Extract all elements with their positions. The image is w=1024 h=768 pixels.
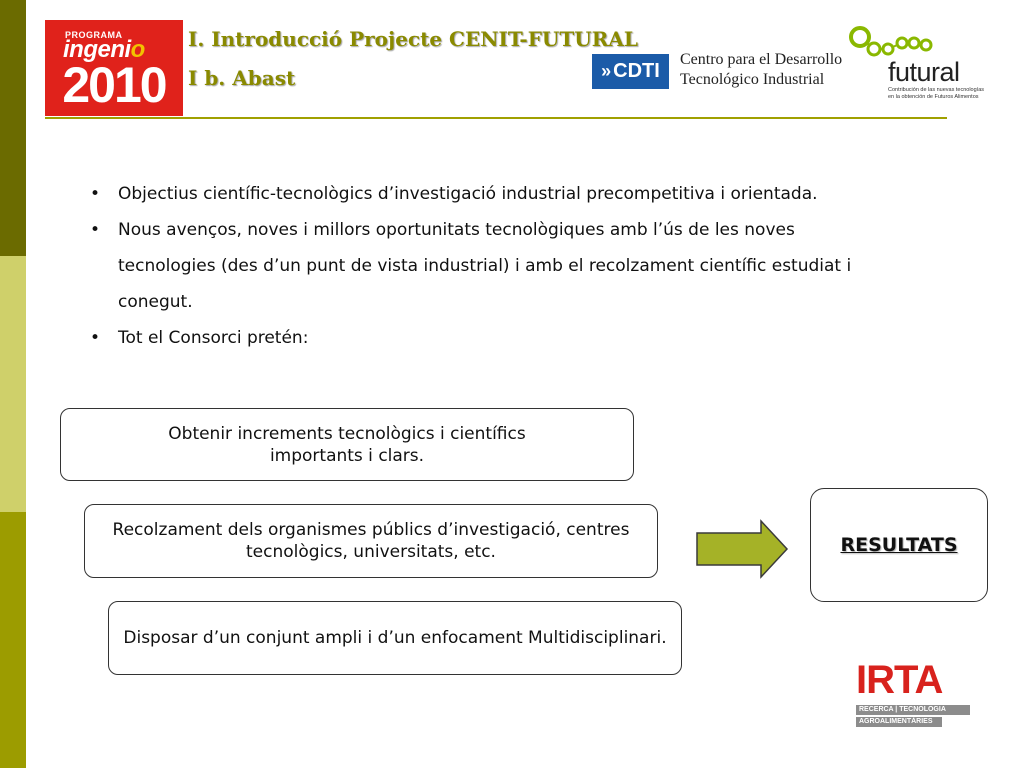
bullet-list: Objectius científic-tecnològics d’invest… xyxy=(90,176,880,356)
futural-molecule-icon xyxy=(849,26,933,57)
irta-row-1: RECERCA | TECNOLOGIA xyxy=(856,705,970,715)
results-box: RESULTATS xyxy=(810,488,988,602)
goal-box-text: Obtenir increments tecnològics i científ… xyxy=(168,423,526,466)
cdti-name-line1: Centro para el Desarrollo xyxy=(680,51,843,68)
results-label: RESULTATS xyxy=(840,534,958,556)
goal-box-text: Disposar d’un conjunt ampli i d’un enfoc… xyxy=(123,628,667,648)
slide-subtitle: I b. Abast xyxy=(188,66,296,90)
goal-box-text: Recolzament dels organismes públics d’in… xyxy=(112,520,630,562)
irta-logo: IRTA RECERCA | TECNOLOGIA AGROALIMENTÀRI… xyxy=(856,658,972,728)
irta-row-2: AGROALIMENTÀRIES xyxy=(856,717,942,727)
cdti-chevron-icon: » xyxy=(601,61,612,81)
cdti-logo: » CDTI xyxy=(592,54,669,89)
ingenio-program-label: PROGRAMA xyxy=(65,30,123,40)
ingenio-word: ingenio xyxy=(63,36,145,63)
right-arrow-icon xyxy=(696,519,789,579)
side-bar-top xyxy=(0,0,26,256)
goal-box-2: Recolzament dels organismes públics d’in… xyxy=(84,504,658,578)
futural-tagline: Contribución de las nuevas tecnologías e… xyxy=(888,87,985,100)
side-bar-middle xyxy=(0,256,26,512)
futural-word: futural xyxy=(888,57,960,87)
slide-title: I. Introducció Projecte CENIT-FUTURAL xyxy=(188,27,638,51)
header-divider xyxy=(45,117,947,119)
goal-box-3: Disposar d’un conjunt ampli i d’un enfoc… xyxy=(108,601,682,675)
side-bar-bottom xyxy=(0,512,26,768)
irta-word: IRTA xyxy=(856,658,943,702)
ingenio-2010-logo: PROGRAMA ingenio 2010 xyxy=(45,20,183,116)
cdti-abbr: CDTI xyxy=(613,60,660,82)
futural-logo: futural Contribución de las nuevas tecno… xyxy=(846,25,991,105)
bullet-item: Objectius científic-tecnològics d’invest… xyxy=(90,176,880,212)
cdti-name-line2: Tecnológico Industrial xyxy=(680,71,825,88)
goal-box-1: Obtenir increments tecnològics i científ… xyxy=(60,408,634,481)
bullet-item: Tot el Consorci pretén: xyxy=(90,320,880,356)
cdti-name: Centro para el Desarrollo Tecnológico In… xyxy=(680,50,842,90)
ingenio-year: 2010 xyxy=(62,57,167,113)
bullet-item: Nous avenços, noves i millors oportunita… xyxy=(90,212,880,320)
